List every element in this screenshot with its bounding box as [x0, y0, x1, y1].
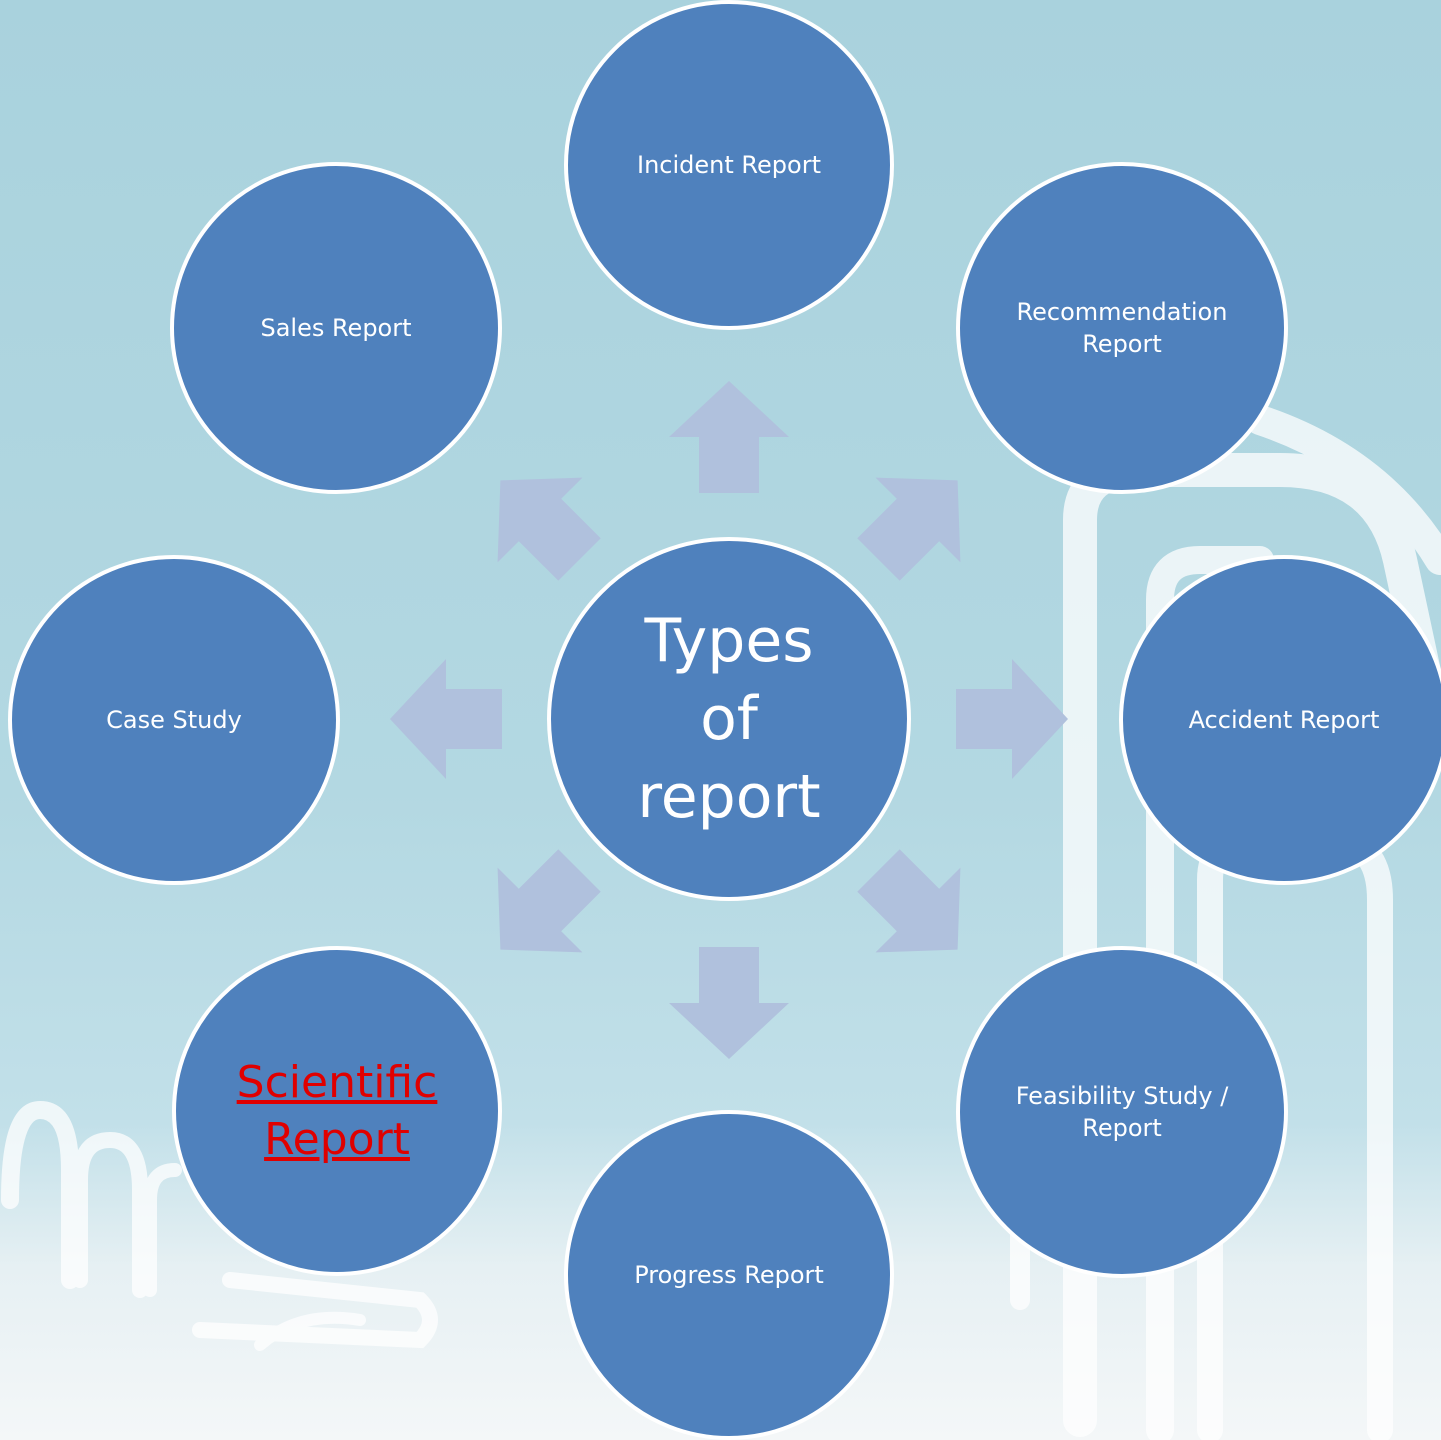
- scientific-report-link-text[interactable]: Scientific Report: [236, 1056, 438, 1165]
- node-label: Feasibility Study / Report: [1015, 1081, 1229, 1142]
- node-incident-report: Incident Report: [564, 0, 894, 330]
- node-scientific-report-link[interactable]: Scientific Report: [172, 946, 502, 1276]
- node-label: Case Study: [106, 705, 242, 734]
- node-sales-report: Sales Report: [170, 162, 502, 494]
- node-case-study: Case Study: [8, 555, 340, 885]
- node-recommendation-report: Recommendation Report: [956, 162, 1288, 494]
- node-label: Sales Report: [260, 313, 412, 342]
- node-progress-report: Progress Report: [564, 1110, 894, 1440]
- node-accident-report: Accident Report: [1119, 555, 1441, 885]
- node-label: Accident Report: [1188, 705, 1380, 734]
- center-label: Types of report: [637, 606, 821, 832]
- node-label: Incident Report: [637, 150, 821, 179]
- node-label: Progress Report: [634, 1260, 824, 1289]
- node-label: Recommendation Report: [1016, 297, 1228, 358]
- node-feasibility-study-report: Feasibility Study / Report: [956, 946, 1288, 1278]
- center-node: Types of report: [547, 537, 911, 901]
